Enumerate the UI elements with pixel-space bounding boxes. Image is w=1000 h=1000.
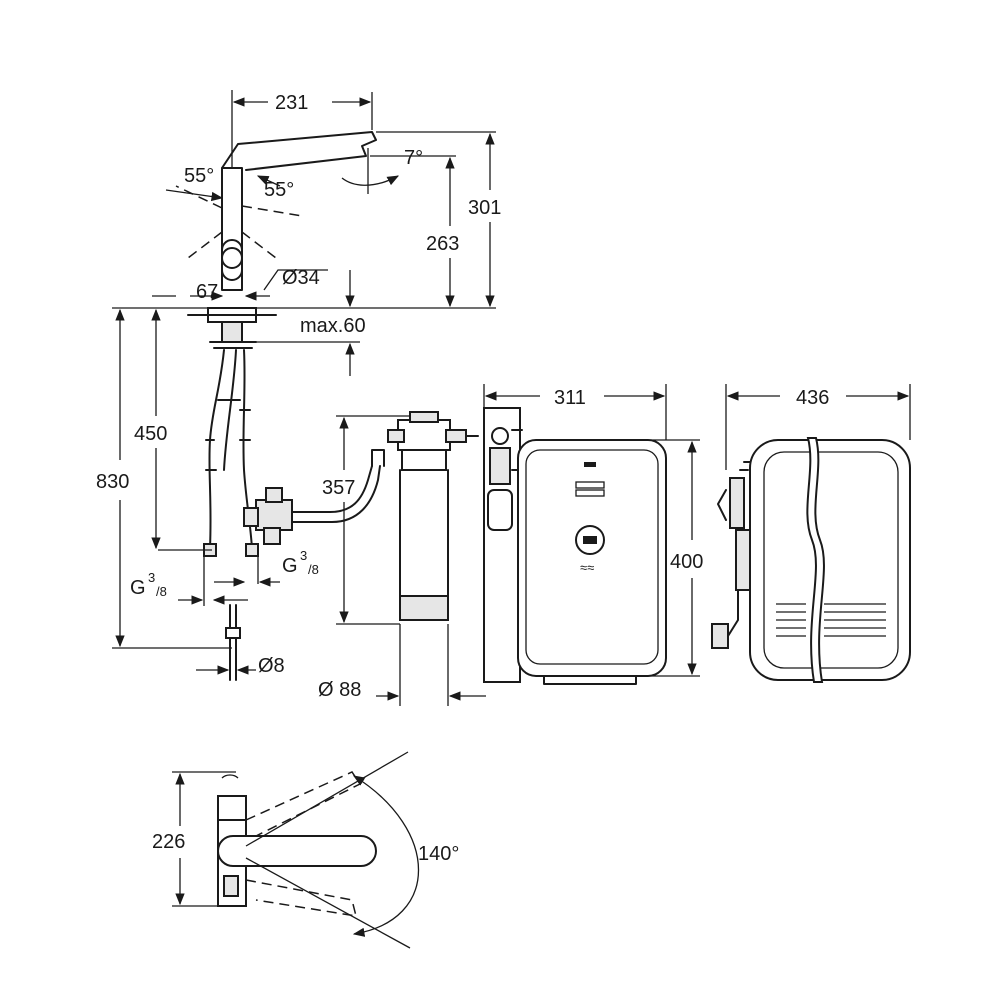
dim-55-left: 55°	[184, 165, 214, 187]
chiller-front: ≈≈	[517, 439, 667, 685]
dim-55-right: 55°	[264, 179, 294, 201]
dim-311: 311	[554, 387, 586, 409]
dim-400: 400	[670, 551, 703, 573]
dim-140-degree: 140°	[418, 843, 459, 865]
dim-67: 67	[196, 281, 218, 303]
svg-text:G: G	[282, 555, 298, 577]
dim-diameter-8: Ø8	[258, 655, 285, 677]
dim-263: 263	[426, 233, 459, 255]
svg-text:/8: /8	[156, 584, 167, 599]
svg-text:/8: /8	[308, 562, 319, 577]
dim-231: 231	[275, 92, 308, 114]
dimension-lines	[112, 90, 911, 907]
dim-436: 436	[796, 387, 829, 409]
dim-diameter-88: Ø 88	[318, 679, 361, 701]
faucet-top-view	[217, 751, 419, 949]
dim-450: 450	[134, 423, 167, 445]
faucet-side-view	[175, 131, 385, 681]
svg-text:G: G	[130, 577, 146, 599]
svg-text:3: 3	[300, 548, 307, 563]
dim-357: 357	[322, 477, 355, 499]
co2-bottle	[483, 407, 523, 683]
dim-diameter-34: Ø34	[282, 267, 320, 289]
chiller-side	[711, 437, 911, 683]
vent-grille	[776, 603, 886, 637]
dim-max-60: max.60	[300, 315, 366, 337]
dim-7-degree: 7°	[404, 147, 423, 169]
dim-226: 226	[152, 831, 185, 853]
svg-text:≈≈: ≈≈	[580, 560, 594, 575]
dim-301: 301	[468, 197, 501, 219]
svg-text:3: 3	[148, 570, 155, 585]
dimension-labels: 231 55° 55° 7° 301 263 67 Ø34 max.60 311…	[96, 92, 829, 865]
dim-g38-left: G 3 /8	[130, 570, 167, 599]
filter-cartridge	[387, 411, 479, 621]
dim-830: 830	[96, 471, 129, 493]
dim-g38-right: G 3 /8	[282, 548, 319, 577]
